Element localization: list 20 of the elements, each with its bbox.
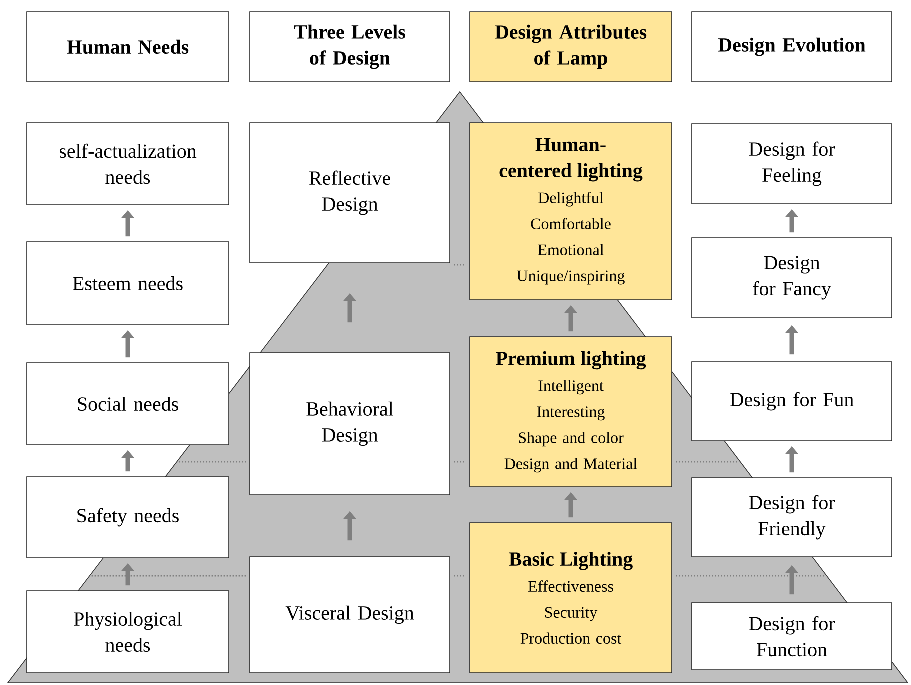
level-box: Design for Feeling <box>692 124 892 204</box>
attribute-box: Human-centered lighting Delightful Comfortable Emotional Unique/inspiring <box>470 122 672 300</box>
level-box: Behavioral Design <box>250 352 450 496</box>
attribute-box: Premium lighting Intelligent Interesting Shape and color Design and Material <box>470 336 672 488</box>
column-header: Design Evolution <box>692 12 892 82</box>
level-box: Physiological needs <box>26 590 230 674</box>
level-box: Reflective Design <box>250 122 450 264</box>
level-box: Design for Fun <box>692 362 892 442</box>
level-box: Visceral Design <box>250 556 450 674</box>
column-header: Three Levels of Design <box>250 12 450 82</box>
column-header: Human Needs <box>26 12 230 82</box>
level-box: Safety needs <box>26 476 230 558</box>
level-box: Design for Friendly <box>692 478 892 558</box>
attribute-box: Basic Lighting Effectiveness Security Production cost <box>470 522 672 674</box>
level-box: self-actualization needs <box>26 122 230 206</box>
column-header: Design Attributes of Lamp <box>470 12 672 82</box>
level-box: Esteem needs <box>26 242 230 326</box>
level-box: Design for Function <box>692 602 892 670</box>
level-box: Social needs <box>26 362 230 446</box>
level-box: Design for Fancy <box>692 238 892 318</box>
